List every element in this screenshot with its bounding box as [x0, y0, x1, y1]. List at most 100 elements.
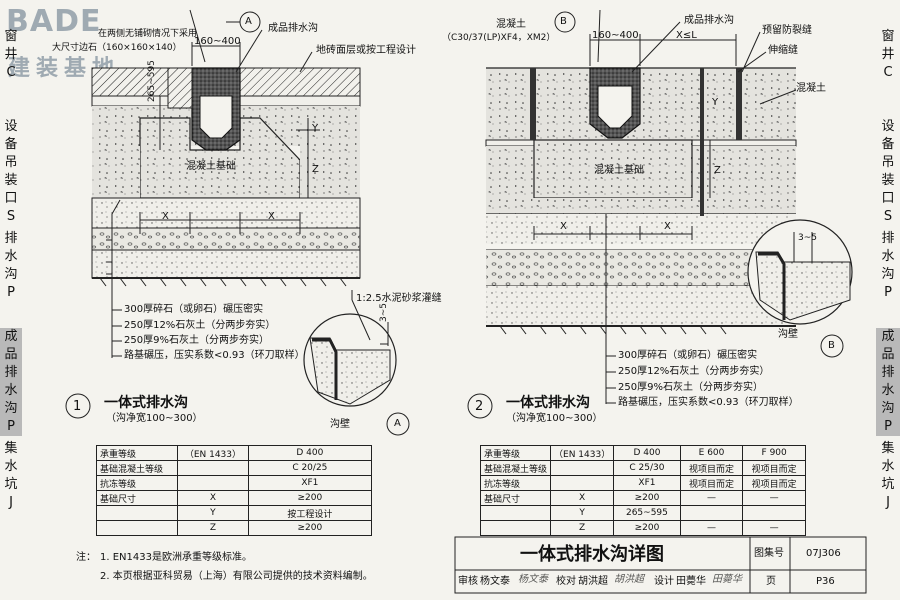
table-cell: ≥200	[247, 520, 373, 536]
sidebar-char: 水	[881, 459, 895, 474]
sidebar-char: 坑	[4, 477, 18, 492]
sidebar-char: 沟	[881, 401, 895, 416]
table-cell: —	[679, 520, 744, 536]
sidebar-char: C	[6, 65, 16, 80]
sidebar-char: 沟	[881, 267, 895, 282]
table-cell: —	[742, 490, 806, 506]
sidebar-char: 排	[4, 365, 18, 380]
reviewer-name: 杨文泰	[480, 576, 510, 587]
d1-label-x1: X	[162, 211, 169, 222]
sidebar-char: 水	[4, 249, 18, 264]
diagram-1-section	[65, 9, 410, 436]
table-cell	[177, 460, 249, 476]
sidebar-char: 窗	[4, 29, 18, 44]
d2-label-trench: 成品排水沟	[684, 15, 734, 26]
sidebar-char: 集	[4, 441, 18, 456]
sidebar-char: 水	[4, 459, 18, 474]
sidebar-char: 设	[881, 119, 895, 134]
d2-label-x1: X	[560, 221, 567, 232]
table-cell	[550, 460, 615, 476]
sidebar-char: J	[9, 495, 13, 510]
d1-label-trench: 成品排水沟	[268, 23, 318, 34]
table-row: Z≥200	[95, 520, 373, 536]
table-cell: 视项目而定	[742, 460, 806, 476]
sidebar-char: 坑	[881, 477, 895, 492]
sidebar-char: 口	[881, 191, 895, 206]
atlas-value: 07J306	[806, 548, 841, 559]
d2-section-marker: B	[560, 16, 567, 27]
sidebar-char: 水	[881, 249, 895, 264]
sidebar-char: 井	[881, 47, 895, 62]
d2-label-foundation: 混凝土基础	[594, 165, 644, 176]
sidebar-char: 口	[4, 191, 18, 206]
d1-detail-dim: 3~5	[379, 303, 389, 322]
d2-layer-2: 250厚12%石灰土（分两步夯实）	[618, 366, 770, 377]
table-cell: ≥200	[247, 490, 373, 506]
table-cell: —	[679, 490, 744, 506]
sidebar-char: J	[886, 495, 890, 510]
table-cell	[479, 505, 552, 521]
table-cell: X	[550, 490, 615, 506]
table-cell: Y	[550, 505, 615, 521]
page-label: 页	[766, 576, 776, 587]
sidebar-char: 成	[881, 329, 895, 344]
table-cell: Y	[177, 505, 249, 521]
d2-label-concrete: 混凝土	[496, 19, 526, 30]
sidebar-char: P	[884, 419, 892, 434]
table-cell: 基础混凝土等级	[479, 460, 552, 476]
table-cell: 视项目而定	[679, 475, 744, 491]
d1-layer-2: 250厚12%石灰土（分两步夯实）	[124, 320, 276, 331]
d2-label-y: Y	[712, 97, 719, 108]
design-label: 设计	[654, 576, 674, 587]
d2-label-x2: X	[664, 221, 671, 232]
d2-detail-dim: 3~5	[798, 233, 817, 243]
table-cell: （EN 1433）	[177, 445, 249, 461]
table-cell: 基础混凝土等级	[95, 460, 179, 476]
review-label: 审核	[458, 576, 478, 587]
d1-subtitle: （沟净宽100~300）	[106, 413, 203, 424]
d2-layer-3: 250厚9%石灰土（分两步夯实）	[618, 382, 763, 393]
table-cell: X	[177, 490, 249, 506]
sidebar-char: 装	[881, 173, 895, 188]
d1-label-z: Z	[312, 164, 319, 175]
sidebar-char: 沟	[4, 267, 18, 282]
table-cell: XF1	[247, 475, 373, 491]
table-cell	[177, 475, 249, 491]
d1-number: 1	[73, 399, 82, 414]
sidebar-char: 排	[881, 365, 895, 380]
note-2: 2. 本页根据亚科贸易（上海）有限公司提供的技术资料编制。	[100, 571, 373, 582]
d1-label-x2: X	[268, 211, 275, 222]
table-cell	[550, 475, 615, 491]
d2-number: 2	[475, 399, 484, 414]
table-cell	[95, 505, 179, 521]
table-cell: 承重等级	[479, 445, 552, 461]
table-cell: 抗冻等级	[479, 475, 552, 491]
table-cell: （EN 1433）	[550, 445, 615, 461]
d2-detail-marker: B	[828, 340, 835, 351]
sidebar-char: 集	[881, 441, 895, 456]
d1-label-y: Y	[312, 123, 319, 134]
watermark-logo: BADE	[6, 4, 102, 39]
d2-label-concrete-spec: （C30/37(LP)XF4，XM2）	[442, 33, 556, 43]
table-cell	[479, 520, 552, 536]
table-cell	[95, 520, 179, 536]
d1-dim-top: 160~400	[194, 36, 241, 47]
